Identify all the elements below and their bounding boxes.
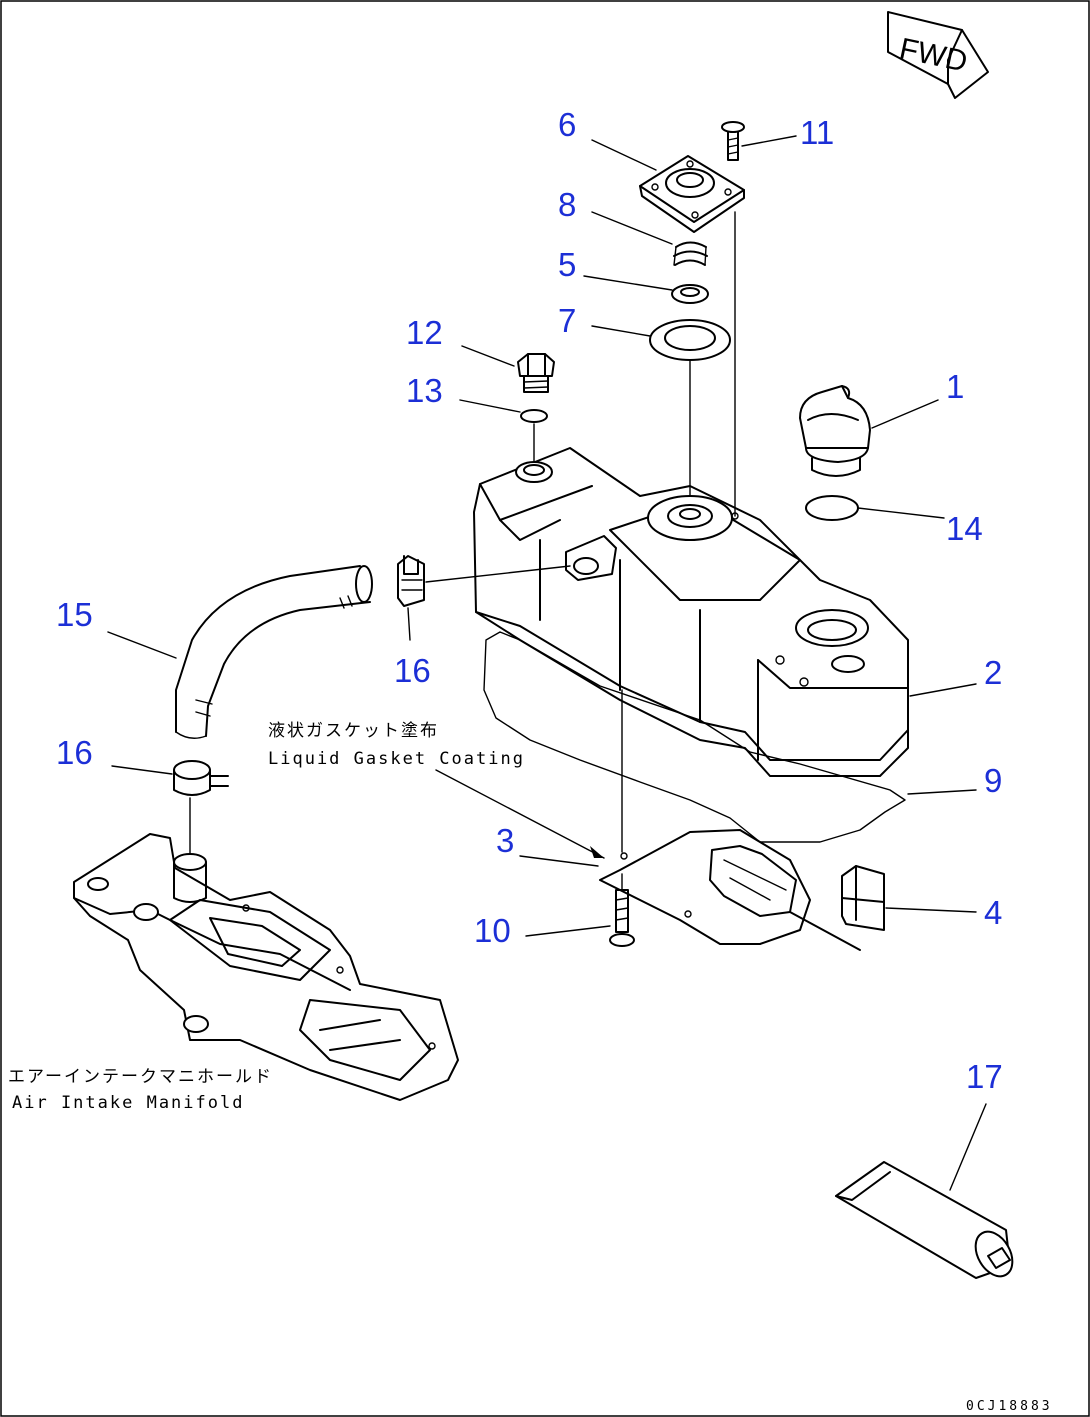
part-16-clamp-lower	[173, 760, 229, 796]
callout-numbers: 1 2 3 4 5 6 7 8 9 10 11 12 13 14 15 16 1…	[56, 106, 1003, 1095]
leader-lines	[107, 135, 987, 1191]
callout-6: 6	[558, 106, 576, 143]
fwd-label: FWD	[896, 32, 970, 78]
air-intake-manifold	[73, 833, 459, 1101]
drawing-code: 0CJ18883	[966, 1399, 1053, 1414]
callout-10: 10	[474, 912, 511, 949]
gasket-note-jp: 液状ガスケット塗布	[268, 720, 439, 741]
part-3-cover-bracket	[599, 829, 861, 951]
part-10-bolt	[609, 889, 635, 947]
part-15-breather-hose	[175, 565, 373, 739]
part-12-plug	[517, 353, 555, 393]
callout-12: 12	[406, 314, 443, 351]
part-2-cylinder-head-cover	[473, 447, 909, 777]
part-5-valve	[671, 284, 709, 304]
callout-16-upper: 16	[394, 652, 431, 689]
part-13-washer	[520, 409, 548, 423]
part-4-pad	[841, 865, 885, 931]
callout-1: 1	[946, 368, 964, 405]
gasket-note-en: Liquid Gasket Coating	[268, 749, 525, 769]
callout-7: 7	[558, 302, 576, 339]
part-1-oil-filler-cap	[799, 385, 871, 477]
callout-11: 11	[800, 114, 834, 151]
part-11-bolt	[721, 121, 745, 161]
manifold-note-en: Air Intake Manifold	[12, 1093, 244, 1113]
callout-13: 13	[406, 372, 443, 409]
callout-4: 4	[984, 894, 1002, 931]
part-7-diaphragm	[649, 319, 731, 361]
annotations: 液状ガスケット塗布 Liquid Gasket Coating エアーインテーク…	[8, 720, 1053, 1414]
part-14-o-ring	[805, 495, 859, 521]
part-17-gasket-tube	[835, 1161, 1014, 1279]
part-6-breather-cover	[639, 155, 745, 233]
callout-15: 15	[56, 596, 93, 633]
callout-3: 3	[496, 822, 514, 859]
part-16-clamp-upper	[397, 555, 425, 607]
callout-14: 14	[946, 510, 983, 547]
callout-5: 5	[558, 246, 576, 283]
fwd-direction-sign: FWD	[887, 11, 989, 99]
callout-9: 9	[984, 762, 1002, 799]
callout-17: 17	[966, 1058, 1003, 1095]
callout-8: 8	[558, 186, 576, 223]
part-8-spring	[673, 241, 708, 266]
assembly-lines	[189, 211, 736, 891]
part-9-gasket	[483, 631, 906, 843]
callout-2: 2	[984, 654, 1002, 691]
callout-16-lower: 16	[56, 734, 93, 771]
manifold-note-jp: エアーインテークマニホールド	[8, 1067, 273, 1087]
